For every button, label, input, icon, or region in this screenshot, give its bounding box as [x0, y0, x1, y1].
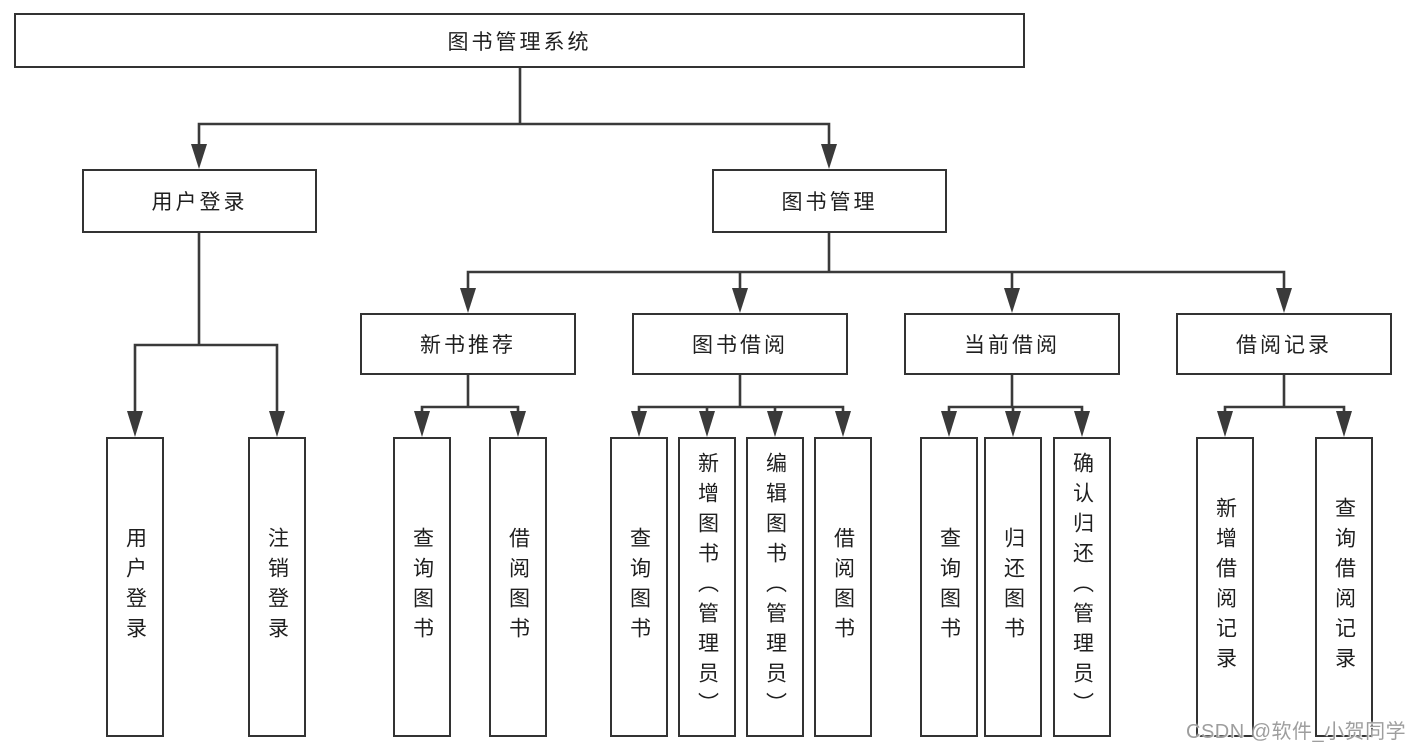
leaf-add-books-admin-label: 新增图书（管理员）: [695, 452, 719, 722]
leaf-query-borrow-record-label: 查询借阅记录: [1332, 497, 1356, 677]
leaf-query-borrow-record: 查询借阅记录: [1315, 437, 1373, 737]
node-borrowing-records-label: 借阅记录: [1236, 334, 1332, 357]
leaf-add-borrow-record: 新增借阅记录: [1196, 437, 1254, 737]
leaf-query-books-borrowing-label: 查询图书: [627, 527, 651, 647]
node-root-label: 图书管理系统: [447, 30, 592, 54]
leaf-logout-label: 注销登录: [265, 527, 289, 647]
leaf-query-books-current-label: 查询图书: [937, 527, 961, 647]
leaf-user-login: 用户登录: [106, 437, 164, 737]
leaf-borrow-books-recommend: 借阅图书: [489, 437, 547, 737]
node-book-management: 图书管理: [712, 169, 947, 233]
node-current-borrowing: 当前借阅: [904, 313, 1120, 375]
leaf-query-books-borrowing: 查询图书: [610, 437, 668, 737]
node-new-book-recommend-label: 新书推荐: [420, 334, 516, 357]
node-book-management-label: 图书管理: [781, 191, 878, 214]
leaf-user-login-label: 用户登录: [123, 527, 147, 647]
leaf-borrow-books-label: 借阅图书: [831, 527, 855, 647]
leaf-logout: 注销登录: [248, 437, 306, 737]
leaf-edit-books-admin-label: 编辑图书（管理员）: [763, 452, 787, 722]
leaf-borrow-books: 借阅图书: [814, 437, 872, 737]
leaf-add-books-admin: 新增图书（管理员）: [678, 437, 736, 737]
node-user-login: 用户登录: [82, 169, 317, 233]
node-user-login-label: 用户登录: [151, 191, 248, 214]
arrowheads: [127, 144, 1352, 437]
node-current-borrowing-label: 当前借阅: [964, 334, 1060, 357]
leaf-confirm-return-admin-label: 确认归还（管理员）: [1070, 452, 1094, 722]
leaf-query-books-current: 查询图书: [920, 437, 978, 737]
csdn-watermark: CSDN @软件_小贺同学: [1186, 721, 1405, 743]
leaf-borrow-books-recommend-label: 借阅图书: [506, 527, 530, 647]
leaf-add-borrow-record-label: 新增借阅记录: [1213, 497, 1237, 677]
leaf-edit-books-admin: 编辑图书（管理员）: [746, 437, 804, 737]
node-root: 图书管理系统: [14, 13, 1025, 68]
leaf-query-books-recommend: 查询图书: [393, 437, 451, 737]
leaf-return-books-label: 归还图书: [1001, 527, 1025, 647]
node-book-borrowing: 图书借阅: [632, 313, 848, 375]
node-book-borrowing-label: 图书借阅: [692, 334, 788, 357]
leaf-return-books: 归还图书: [984, 437, 1042, 737]
leaf-query-books-recommend-label: 查询图书: [410, 527, 434, 647]
leaf-confirm-return-admin: 确认归还（管理员）: [1053, 437, 1111, 737]
node-new-book-recommend: 新书推荐: [360, 313, 576, 375]
node-borrowing-records: 借阅记录: [1176, 313, 1392, 375]
